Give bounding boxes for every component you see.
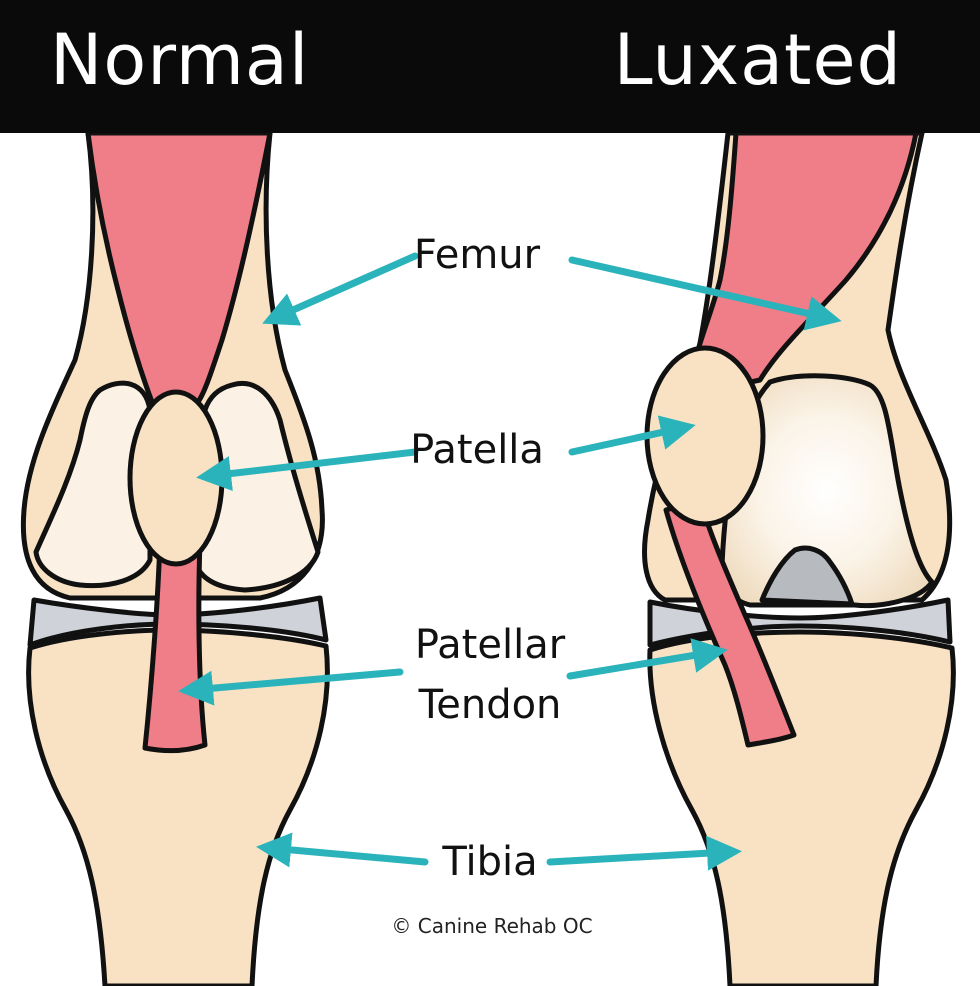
credit-text: © Canine Rehab OC — [391, 914, 592, 938]
luxated-patellar-tendon — [663, 497, 797, 748]
tibia-arrow-right — [546, 835, 742, 871]
luxated-quad-tendon — [687, 133, 919, 398]
patella-label: Patella — [410, 427, 544, 473]
patellar-label: Patellar — [415, 622, 566, 668]
tibia-arrow-left — [256, 832, 429, 868]
luxated-patella — [644, 345, 766, 527]
luxated-trochlea — [719, 373, 935, 609]
tendon-arrow-left — [178, 668, 404, 706]
luxated-title: Luxated — [613, 19, 902, 101]
tibia-label: Tibia — [441, 839, 537, 885]
normal-knee — [20, 133, 330, 986]
luxated-tibia — [647, 629, 956, 986]
patella-arrow-left — [196, 448, 419, 491]
luxated-notch — [759, 545, 855, 607]
femur-label: Femur — [414, 232, 541, 278]
knee-diagram: Femur Patella Patellar Tendon Tibia © Ca… — [20, 133, 956, 986]
tendon-label: Tendon — [418, 682, 562, 728]
header-banner: Normal Luxated — [0, 0, 980, 133]
femur-arrow-right — [568, 256, 842, 331]
femur-arrow-left — [262, 252, 419, 326]
tendon-arrow-right — [566, 638, 728, 680]
luxated-knee — [642, 133, 956, 986]
patella-arrow-right — [568, 415, 696, 456]
normal-title: Normal — [50, 19, 310, 101]
